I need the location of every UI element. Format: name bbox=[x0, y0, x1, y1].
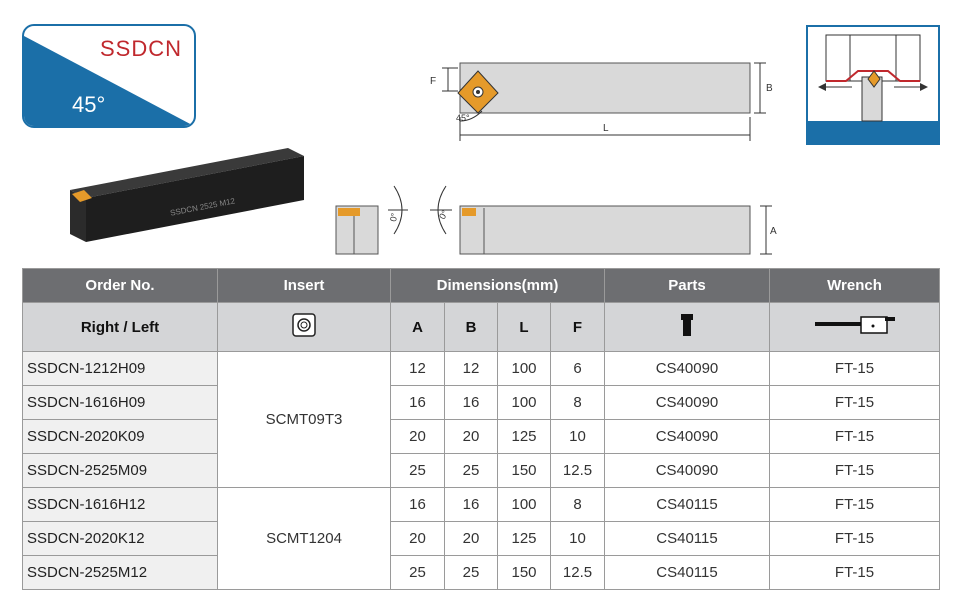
wrench-icon bbox=[814, 316, 895, 334]
dim-B-label: B bbox=[766, 83, 773, 94]
badge-triangle bbox=[24, 36, 194, 126]
dim-F-label: F bbox=[430, 76, 436, 87]
dim-B: 25 bbox=[444, 555, 498, 590]
dim-B: 12 bbox=[444, 351, 498, 386]
order-no: SSDCN-1616H12 bbox=[22, 487, 218, 522]
dim-A: 25 bbox=[390, 453, 445, 488]
dim-A: 16 bbox=[390, 487, 445, 522]
subheader-right-left: Right / Left bbox=[22, 302, 218, 352]
header-order-no: Order No. bbox=[22, 268, 218, 303]
dim-F: 12.5 bbox=[550, 453, 605, 488]
order-no: SSDCN-2020K09 bbox=[22, 419, 218, 454]
order-no: SSDCN-2020K12 bbox=[22, 521, 218, 556]
dim-B: 25 bbox=[444, 453, 498, 488]
subheader-F: F bbox=[550, 302, 605, 352]
parts: CS40115 bbox=[604, 521, 770, 556]
dim-L-label: L bbox=[603, 123, 609, 134]
dim-F: 12.5 bbox=[550, 555, 605, 590]
dim-F: 8 bbox=[550, 385, 605, 420]
dim-A: 12 bbox=[390, 351, 445, 386]
dim-B: 16 bbox=[444, 487, 498, 522]
side-view-drawing: 0° 0° A bbox=[335, 185, 777, 255]
table-row: SSDCN-2020K12 20 20 125 10 CS40115 FT-15 bbox=[22, 521, 940, 556]
dim-B: 20 bbox=[444, 419, 498, 454]
dim-A: 25 bbox=[390, 555, 445, 590]
dim-L: 125 bbox=[497, 521, 551, 556]
angle-0-left: 0° bbox=[388, 212, 399, 223]
dim-L: 150 bbox=[497, 555, 551, 590]
dim-L: 100 bbox=[497, 351, 551, 386]
order-no: SSDCN-2525M12 bbox=[22, 555, 218, 590]
wrench-icon-cell bbox=[769, 302, 940, 352]
table-row: SSDCN-1212H09 SCMT09T3 12 12 100 6 CS400… bbox=[22, 351, 940, 488]
badge-angle: 45° bbox=[72, 92, 106, 117]
angle-45-label: 45° bbox=[456, 113, 470, 123]
parts: CS40090 bbox=[604, 419, 770, 454]
dim-L: 100 bbox=[497, 385, 551, 420]
dim-B: 16 bbox=[444, 385, 498, 420]
header-parts: Parts bbox=[604, 268, 770, 303]
insert-icon-cell bbox=[217, 302, 391, 352]
dim-F: 10 bbox=[550, 419, 605, 454]
insert-type: SCMT09T3 bbox=[217, 351, 391, 488]
dim-A-label: A bbox=[770, 226, 777, 237]
table-row: SSDCN-2525M09 25 25 150 12.5 CS40090 FT-… bbox=[22, 453, 940, 488]
wrench: FT-15 bbox=[769, 419, 940, 454]
parts: CS40090 bbox=[604, 385, 770, 420]
header-insert: Insert bbox=[217, 268, 391, 303]
spec-table: Order No. Insert Dimensions(mm) Parts Wr… bbox=[22, 268, 940, 590]
dim-F: 6 bbox=[550, 351, 605, 386]
wrench: FT-15 bbox=[769, 385, 940, 420]
table-row: SSDCN-1616H09 16 16 100 8 CS40090 FT-15 bbox=[22, 385, 940, 420]
dim-F: 8 bbox=[550, 487, 605, 522]
parts: CS40115 bbox=[604, 555, 770, 590]
parts: CS40090 bbox=[604, 453, 770, 488]
subheader-B: B bbox=[444, 302, 498, 352]
dim-L: 100 bbox=[497, 487, 551, 522]
wrench: FT-15 bbox=[769, 487, 940, 522]
order-no: SSDCN-2525M09 bbox=[22, 453, 218, 488]
header-wrench: Wrench bbox=[769, 268, 940, 303]
insert-icon bbox=[292, 313, 316, 337]
parts: CS40090 bbox=[604, 351, 770, 386]
table-row: SSDCN-1616H12 SCMT1204 16 16 100 8 CS401… bbox=[22, 487, 940, 590]
order-no: SSDCN-1212H09 bbox=[22, 351, 218, 386]
table-row: SSDCN-2525M12 25 25 150 12.5 CS40115 FT-… bbox=[22, 555, 940, 590]
top-view-drawing: F B L 45° bbox=[430, 62, 773, 141]
wrench: FT-15 bbox=[769, 555, 940, 590]
tool-holder-image: SSDCN 2525 M12 bbox=[70, 148, 304, 242]
dim-B: 20 bbox=[444, 521, 498, 556]
dim-A: 20 bbox=[390, 521, 445, 556]
wrench: FT-15 bbox=[769, 521, 940, 556]
subheader-L: L bbox=[497, 302, 551, 352]
dim-A: 16 bbox=[390, 385, 445, 420]
screw-icon-cell bbox=[604, 302, 770, 352]
header-dimensions: Dimensions(mm) bbox=[390, 268, 605, 303]
screw-icon bbox=[681, 314, 693, 336]
badge-code: SSDCN bbox=[99, 36, 182, 61]
dim-L: 150 bbox=[497, 453, 551, 488]
parts: CS40115 bbox=[604, 487, 770, 522]
wrench: FT-15 bbox=[769, 453, 940, 488]
table-row: SSDCN-2020K09 20 20 125 10 CS40090 FT-15 bbox=[22, 419, 940, 454]
application-diagram bbox=[806, 25, 940, 145]
dim-F: 10 bbox=[550, 521, 605, 556]
dim-L: 125 bbox=[497, 419, 551, 454]
order-no: SSDCN-1616H09 bbox=[22, 385, 218, 420]
subheader-A: A bbox=[390, 302, 445, 352]
insert-type: SCMT1204 bbox=[217, 487, 391, 590]
tool-type-badge: SSDCN 45° bbox=[22, 24, 196, 128]
dim-A: 20 bbox=[390, 419, 445, 454]
wrench: FT-15 bbox=[769, 351, 940, 386]
